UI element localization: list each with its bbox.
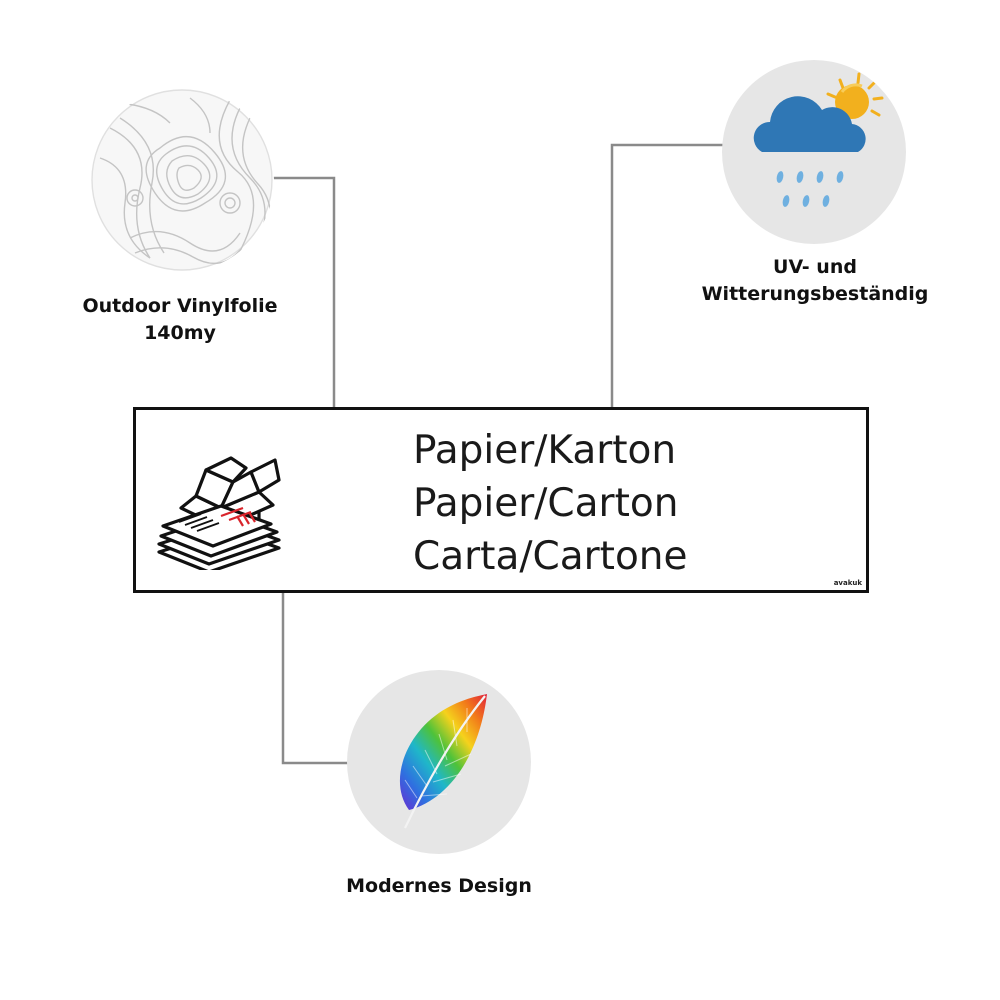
feature-label-weather: UV- und Witterungsbeständig — [680, 254, 950, 308]
feature-label-weather-line2: Witterungsbeständig — [701, 283, 929, 305]
cloud-shape — [753, 96, 866, 152]
feature-label-design: Modernes Design — [317, 873, 561, 900]
brand-logo: avakuk — [833, 579, 862, 587]
sign-line-french: Papier/Carton — [413, 481, 679, 526]
recycling-sign: Papier/Karton Papier/Carton Carta/Carton… — [133, 407, 869, 593]
sign-line-italian: Carta/Cartone — [413, 534, 688, 579]
paper-cardboard-icon — [157, 456, 281, 570]
vinyl-texture-circle — [90, 88, 274, 272]
weather-circle — [722, 60, 906, 244]
connector-vinyl — [270, 176, 336, 428]
topographic-texture-icon — [91, 89, 273, 271]
feature-label-weather-line1: UV- und — [773, 256, 857, 278]
rainbow-feather-icon — [399, 694, 487, 829]
connector-design — [281, 565, 350, 765]
sign-text-block: Papier/Karton Papier/Carton Carta/Carton… — [413, 424, 688, 583]
feature-label-vinyl-line1: Outdoor Vinylfolie — [82, 295, 278, 317]
feature-label-vinyl: Outdoor Vinylfolie 140my — [60, 293, 300, 347]
rain-cloud-sun-icon — [753, 72, 884, 207]
sign-line-german: Papier/Karton — [413, 428, 677, 473]
feature-label-design-line1: Modernes Design — [346, 875, 532, 897]
feature-label-vinyl-line2: 140my — [144, 322, 216, 344]
design-circle — [347, 670, 531, 854]
connector-weather — [610, 143, 724, 421]
